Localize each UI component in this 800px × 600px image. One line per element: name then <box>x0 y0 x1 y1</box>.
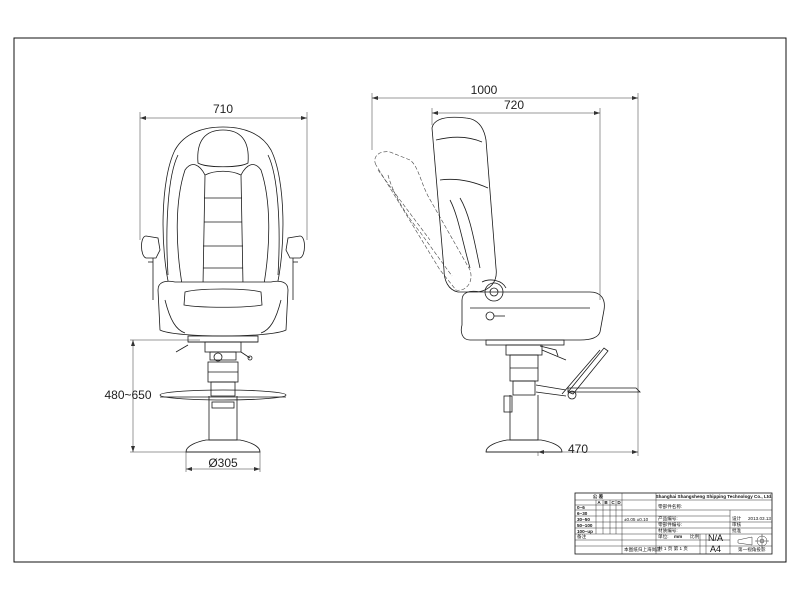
material-no-label: 材质编号: <box>658 527 678 534</box>
title-block: 公 差 Shanghai Shangsheng Shipping Technol… <box>574 492 773 555</box>
size-row-4: 50~100 <box>577 523 593 528</box>
tolerance-value: ±0.05 ±0.10 <box>624 517 649 522</box>
tol-col-a: A <box>597 500 601 505</box>
dim-base-diameter: Ø305 <box>208 456 238 470</box>
projection-symbol-icon <box>737 534 769 548</box>
side-view-chair: 1000 720 <box>371 83 641 456</box>
size-row-3: 30~50 <box>577 517 590 522</box>
size-row-1: 0~6 <box>577 505 585 510</box>
part-name-label: 零部件名称: <box>658 503 682 510</box>
approve-label: 批准 <box>732 527 742 534</box>
dim-footrest-depth: 470 <box>568 442 588 456</box>
tolerance-header: 公 差 <box>593 493 604 500</box>
tol-col-b: B <box>604 500 608 505</box>
date-value: 2013.03.13 <box>748 516 771 521</box>
dim-overall-depth: 1000 <box>471 83 498 97</box>
dim-front-width: 710 <box>213 102 233 116</box>
unit-value: mm <box>674 534 682 539</box>
projection-label: 第一视角投影 <box>738 546 766 553</box>
review-label: 审核 <box>732 521 742 528</box>
size-row-2: 6~30 <box>577 511 588 516</box>
bottom-left-note: 本图纸归上海尚晟 <box>624 546 661 553</box>
dim-seat-depth: 720 <box>504 98 524 112</box>
part-no-label: 零部件编号: <box>658 521 682 528</box>
paper-size: A4 <box>710 544 721 554</box>
dim-height-range: 480~650 <box>104 388 151 402</box>
company-name: Shanghai Shangsheng Shipping Technology … <box>656 494 773 499</box>
unit-label: 单位: <box>658 533 668 540</box>
scale-label: 比例 <box>690 533 700 540</box>
scale-value: N/A <box>708 533 723 543</box>
size-row-5: 100~up <box>577 529 593 534</box>
sheet-info: 共 1 页 第 1 页 <box>658 545 688 552</box>
tol-col-c: C <box>611 500 615 505</box>
front-view-chair: 710 <box>104 102 308 472</box>
drawing-border <box>13 37 787 563</box>
designer-label: 设计 <box>732 515 742 522</box>
product-no-label: 产品编号: <box>658 515 678 522</box>
tol-col-d: D <box>617 500 621 505</box>
notes-label: 备注 <box>577 533 587 540</box>
